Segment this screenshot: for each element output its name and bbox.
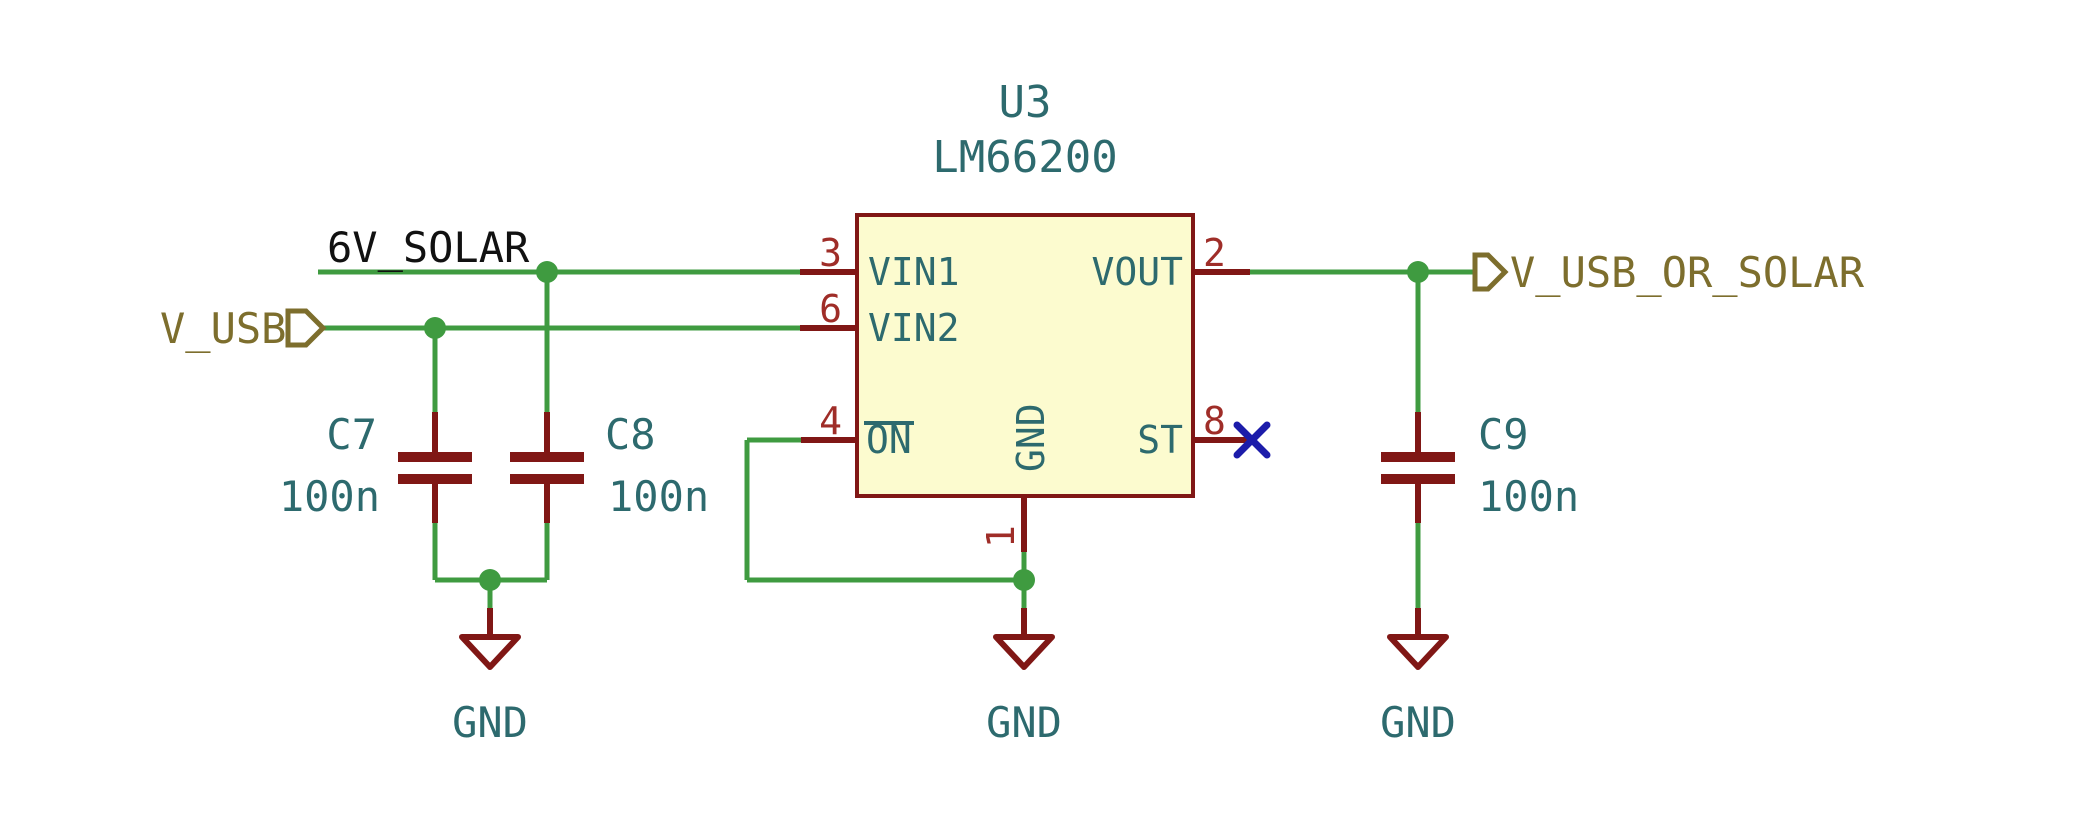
pin-name-st: ST	[1137, 418, 1183, 462]
pin-name-on: ON	[866, 418, 912, 462]
hier-label-v-usb[interactable]: V_USB	[160, 304, 327, 353]
pin-name-gnd: GND	[1009, 403, 1053, 472]
gnd-symbol-left[interactable]: GND	[452, 608, 528, 747]
hier-label-arrow-icon	[1472, 252, 1509, 292]
pin-number-6: 6	[819, 287, 842, 331]
gnd-triangle-icon	[1387, 634, 1449, 670]
pin-name-vin1: VIN1	[868, 250, 960, 294]
gnd-label: GND	[452, 698, 528, 747]
ic-u3[interactable]: U3 LM66200 3 6 4 2 8 1 VIN1 VIN2 ON VOUT…	[800, 77, 1271, 552]
ic-reference: U3	[999, 77, 1052, 128]
cap-value: 100n	[1478, 472, 1579, 521]
cap-value: 100n	[608, 472, 709, 521]
capacitor-c9[interactable]: C9 100n	[1381, 410, 1579, 523]
capacitor-c7[interactable]: C7 100n	[279, 410, 472, 523]
pin-number-2: 2	[1203, 231, 1226, 275]
cap-reference: C8	[605, 410, 656, 459]
pin-number-4: 4	[819, 399, 842, 443]
pin-number-3: 3	[819, 231, 842, 275]
ic-body[interactable]	[855, 213, 1195, 498]
cap-reference: C9	[1478, 410, 1529, 459]
capacitor-c8[interactable]: C8 100n	[510, 410, 709, 523]
pin-name-vin2: VIN2	[868, 306, 960, 350]
ic-value: LM66200	[932, 132, 1117, 183]
junction-dot	[424, 317, 446, 339]
hier-label-text: V_USB	[160, 304, 286, 353]
gnd-label: GND	[1380, 698, 1456, 747]
junction-dot	[1013, 569, 1035, 591]
gnd-symbol-middle[interactable]: GND	[986, 608, 1062, 747]
pin-number-8: 8	[1203, 399, 1226, 443]
pin-number-1: 1	[979, 525, 1023, 548]
gnd-symbol-right[interactable]: GND	[1380, 608, 1456, 747]
no-connect-icon	[1233, 421, 1271, 459]
wires	[318, 269, 1475, 608]
net-label-6v-solar[interactable]: 6V_SOLAR	[327, 223, 530, 272]
hier-label-v-usb-or-solar[interactable]: V_USB_OR_SOLAR	[1472, 248, 1865, 297]
cap-reference: C7	[326, 410, 377, 459]
gnd-label: GND	[986, 698, 1062, 747]
cap-value: 100n	[279, 472, 380, 521]
hier-label-arrow-icon	[285, 308, 327, 348]
junctions	[424, 261, 1429, 591]
gnd-triangle-icon	[993, 634, 1055, 670]
junction-dot	[1407, 261, 1429, 283]
junction-dot	[536, 261, 558, 283]
junction-dot	[479, 569, 501, 591]
pin-name-vout: VOUT	[1091, 250, 1183, 294]
hier-label-text: V_USB_OR_SOLAR	[1510, 248, 1865, 297]
net-label-text: 6V_SOLAR	[327, 223, 530, 272]
gnd-triangle-icon	[459, 634, 521, 670]
